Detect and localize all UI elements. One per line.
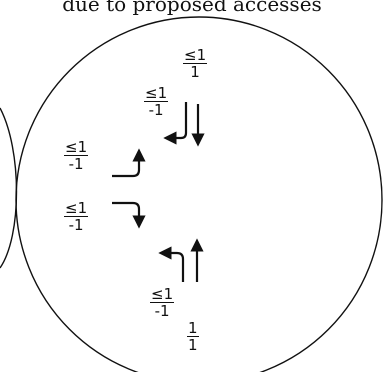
- eastbound-upper-turn-arrow: [112, 148, 146, 178]
- count-left-lower: ≤1 -1: [64, 199, 89, 234]
- count-bottom-through: 1 1: [187, 319, 199, 354]
- intersection-circle: [15, 16, 383, 372]
- adjacent-circle-outline: [0, 107, 18, 269]
- count-top-turn: ≤1 -1: [144, 84, 169, 119]
- diagram-caption: due to proposed accesses: [62, 0, 322, 16]
- count-top-through: ≤1 1: [183, 46, 208, 81]
- eastbound-lower-turn-arrow: [112, 201, 146, 229]
- southbound-turn-arrow: [163, 102, 188, 145]
- northbound-turn-arrow: [158, 246, 185, 282]
- count-left-upper: ≤1 -1: [64, 138, 89, 173]
- count-bottom-turn: ≤1 -1: [150, 285, 175, 320]
